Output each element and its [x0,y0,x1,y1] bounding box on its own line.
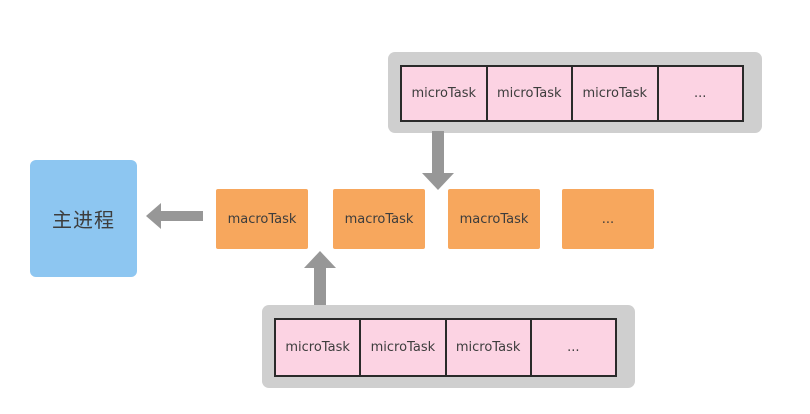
macrotask-box: macroTask [216,189,308,249]
bottom-microtask-queue: microTask microTask microTask ... [262,305,635,388]
top-microtask-queue: microTask microTask microTask ... [388,52,762,133]
macrotask-label: macroTask [459,211,529,227]
arrow-up-head [304,251,336,268]
ellipsis-label: ... [567,340,580,355]
microtask-label: microTask [285,340,350,355]
macrotask-box: macroTask [448,189,540,249]
microtask-cell: microTask [402,67,486,120]
microtask-label: microTask [370,340,436,355]
microtask-label: microTask [497,86,562,101]
main-process-label: 主进程 [52,208,115,232]
main-process-box: 主进程 [30,160,137,277]
ellipsis-label: ... [601,211,615,227]
microtask-cell: microTask [485,67,571,120]
microtask-cell: microTask [276,320,360,375]
macrotask-label: macroTask [227,211,297,227]
microtask-label: microTask [582,86,648,101]
macrotask-ellipsis-box: ... [562,189,654,249]
macrotask-label: macroTask [344,211,414,227]
microtask-ellipsis-cell: ... [529,320,615,375]
bottom-microtask-queue-cells: microTask microTask microTask ... [274,318,617,377]
top-microtask-queue-cells: microTask microTask microTask ... [400,65,744,122]
microtask-cell: microTask [359,320,445,375]
arrow-left-shaft [160,211,203,221]
arrow-down-head [422,173,454,190]
microtask-label: microTask [455,340,521,355]
ellipsis-label: ... [694,86,707,101]
arrow-down-shaft [432,131,444,174]
arrow-up-shaft [314,266,326,306]
microtask-label: microTask [411,86,477,101]
macrotask-box: macroTask [333,189,425,249]
microtask-cell: microTask [571,67,657,120]
arrow-left-head [146,203,161,229]
microtask-cell: microTask [444,320,530,375]
microtask-ellipsis-cell: ... [656,67,742,120]
